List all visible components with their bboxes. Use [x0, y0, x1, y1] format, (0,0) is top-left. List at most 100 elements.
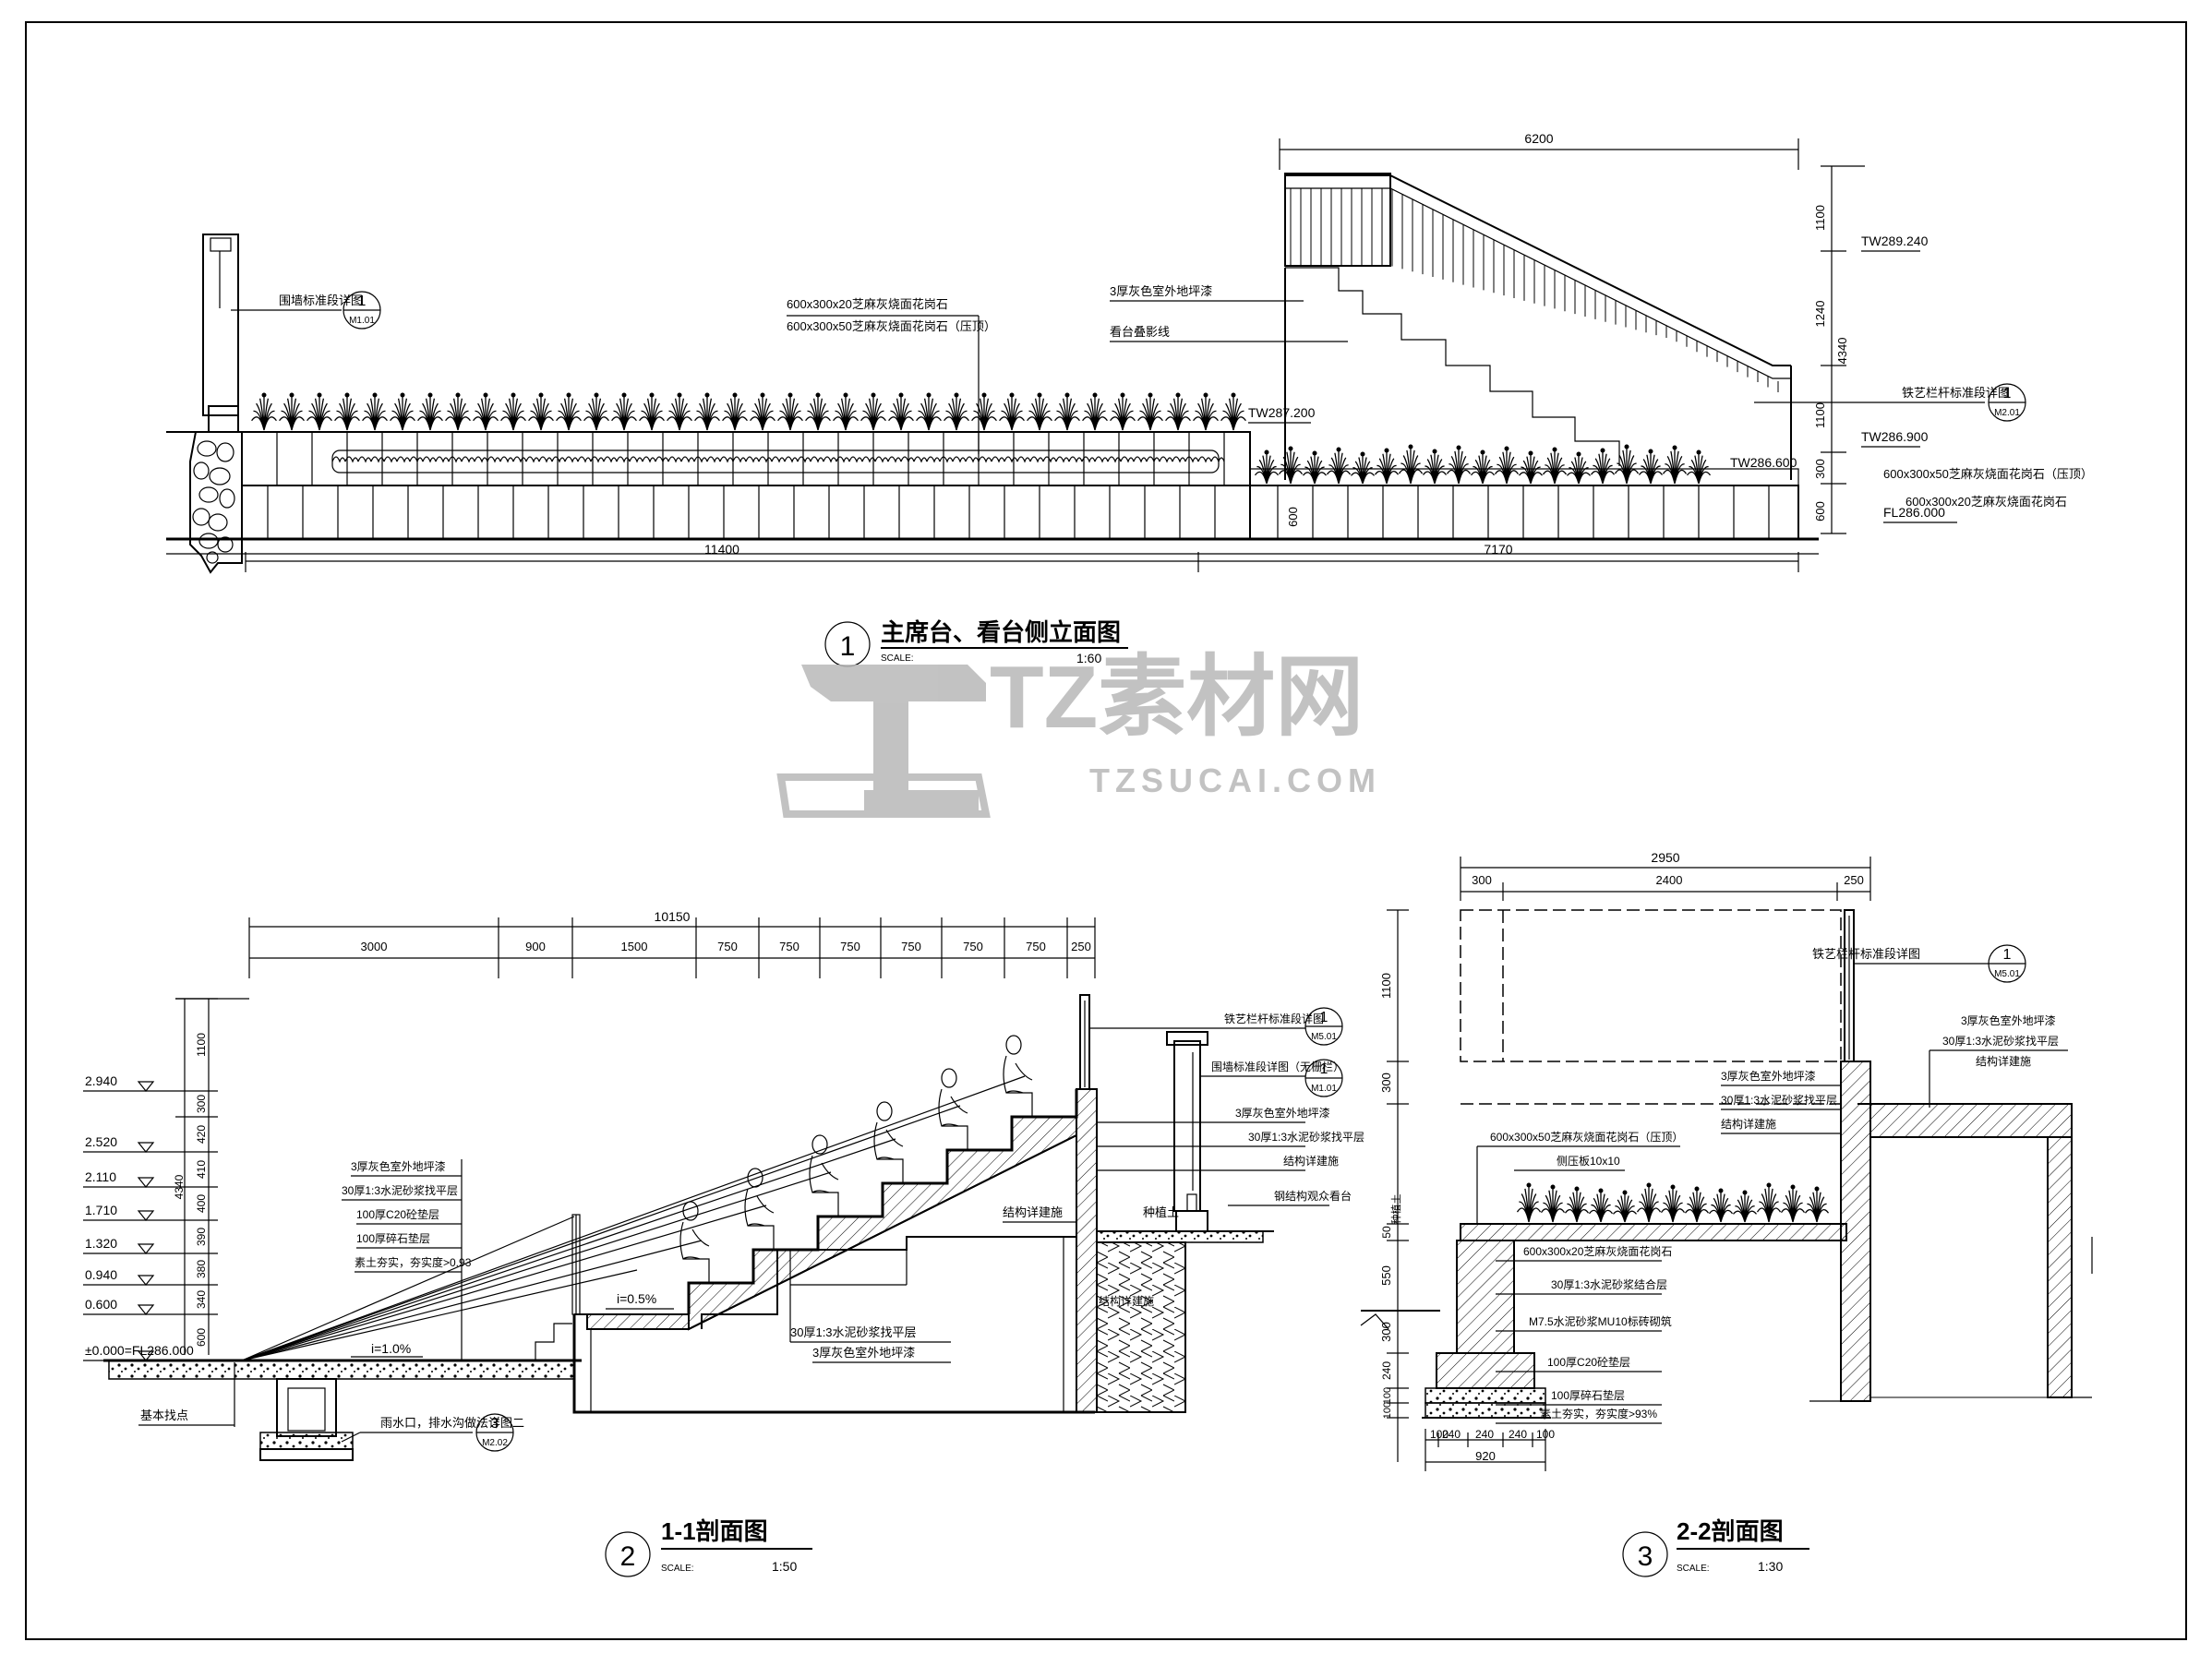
s2-title-number: 3: [1638, 1541, 1653, 1572]
svg-text:1: 1: [358, 294, 367, 309]
elev-callout-wall: 1 M1.01: [343, 291, 381, 330]
plant-bloom: [372, 392, 378, 398]
elev-dim-top: 6200: [1524, 131, 1553, 146]
svg-text:1: 1: [1320, 1010, 1328, 1025]
s1-level-8: ±0.000=FL286.000: [85, 1343, 194, 1358]
plant-symbol: [1588, 1193, 1614, 1223]
s1-dim-left-3: 420: [195, 1125, 208, 1144]
elev-level-4: TW286.600: [1730, 455, 1797, 470]
elev-dim-mid: 600: [1286, 507, 1300, 527]
s2-note-layer-6: 素土夯实，夯实度>93%: [1540, 1407, 1657, 1420]
s1-dim-left-8: 340: [195, 1290, 208, 1309]
s1-note-bottom-1: 30厚1:3水泥砂浆找平层: [790, 1325, 917, 1339]
plant-bloom: [317, 392, 322, 398]
s2-dim-left-1: 1100: [1379, 973, 1393, 999]
elev-note-wall-detail: 围墙标准段详图: [279, 294, 363, 307]
plant-symbol: [1804, 1191, 1830, 1223]
s1-dim-top-9: 750: [1026, 940, 1046, 953]
s1-dim-top-10: 250: [1071, 940, 1091, 953]
s1-note-right-wall: 围墙标准段详图（无栅栏）: [1211, 1060, 1344, 1073]
s1-scale-label: SCALE:: [661, 1564, 694, 1574]
s1-title-block: 2 1-1剖面图 SCALE: 1:50: [605, 1517, 812, 1577]
plant-bloom: [898, 392, 904, 398]
plant-bloom: [1670, 1184, 1676, 1190]
stone: [219, 488, 235, 509]
level-triangle: [137, 1177, 155, 1188]
plant-bloom: [1696, 449, 1701, 455]
s1-scale: 1:50: [772, 1559, 797, 1574]
plant-symbol: [1638, 453, 1664, 485]
s2-note-paint-mid: 3厚灰色室外地坪漆: [1721, 1069, 1816, 1083]
s1-dim-left-7: 380: [195, 1260, 208, 1278]
section-2-2-drawing: 2950 300 2400 250 1100 300 50 550 300 24…: [1360, 850, 2093, 1577]
plant-bloom: [427, 392, 433, 398]
s1-dim-left-5: 400: [195, 1194, 208, 1213]
plant-symbol: [999, 397, 1025, 431]
sight-line: [241, 1138, 896, 1361]
sight-line: [241, 1216, 575, 1361]
elev-title-block: 1 主席台、看台侧立面图 SCALE: 1:60: [824, 618, 1128, 667]
plant-symbol: [667, 397, 692, 431]
plant-symbol: [611, 397, 637, 431]
plant-bloom: [760, 392, 765, 398]
plant-bloom: [1576, 451, 1581, 457]
s2-dim-bottom-1: 100: [1430, 1428, 1449, 1441]
elev-dim-right-total: 4340: [1835, 338, 1849, 365]
plant-symbol: [1780, 1189, 1806, 1223]
s2-note-paint-top: 3厚灰色室外地坪漆: [1961, 1013, 2056, 1027]
stone: [197, 440, 217, 457]
s2-scale: 1:30: [1758, 1559, 1783, 1574]
plant-symbol: [500, 397, 526, 431]
plant-symbol: [251, 397, 277, 431]
s2-title: 2-2剖面图: [1677, 1517, 1784, 1545]
s2-dim-left-8: 100: [1382, 1402, 1393, 1419]
s1-dim-left-4: 410: [195, 1160, 208, 1179]
plant-bloom: [1384, 448, 1389, 453]
level-triangle: [137, 1275, 155, 1286]
elev-level-1: TW289.240: [1861, 234, 1929, 248]
sight-line: [241, 1205, 767, 1361]
s1-top-dimension-ticks: [248, 917, 1096, 978]
plants-lower-row: [1254, 444, 1712, 485]
svg-text:M2.01: M2.01: [1994, 408, 2020, 418]
level-triangle: [137, 1210, 155, 1221]
s1-note-right-railing: 铁艺栏杆标准段详图: [1224, 1012, 1324, 1025]
level-triangle: [137, 1142, 155, 1153]
plant-symbol: [1422, 453, 1448, 485]
plant-symbol: [362, 397, 388, 431]
watermark: TZ素材网 TZSUCAI.COM: [776, 648, 1376, 818]
stone-wall-texture: [192, 440, 235, 564]
plant-bloom: [1624, 444, 1629, 449]
plant-bloom: [926, 392, 932, 398]
plant-symbol: [860, 397, 886, 431]
elev-title-number: 1: [840, 631, 856, 662]
stone: [192, 508, 210, 526]
s1-note-right-screed: 30厚1:3水泥砂浆找平层: [1248, 1130, 1364, 1144]
plant-symbol: [1566, 456, 1592, 485]
elev-dim-right-1: 1100: [1813, 205, 1827, 231]
s2-scale-label: SCALE:: [1677, 1564, 1710, 1574]
s1-title-number: 2: [620, 1541, 636, 1572]
plant-bloom: [1148, 392, 1153, 398]
plant-bloom: [1718, 1188, 1724, 1193]
s2-dim-left-5: 300: [1379, 1322, 1393, 1342]
s1-spectator-figures: [679, 1035, 1033, 1284]
plant-symbol: [1540, 1189, 1566, 1223]
spectator-body: [873, 1121, 904, 1184]
spectator-head: [682, 1201, 699, 1221]
sight-line: [241, 1240, 703, 1361]
s1-callout-drain: 3 M2.02: [475, 1413, 514, 1452]
s1-level-3: 2.110: [85, 1169, 116, 1184]
s2-note-railing: 铁艺栏杆标准段详图: [1812, 947, 1920, 961]
spectator-head: [747, 1168, 763, 1188]
s1-note-right-structure: 结构详建施: [1283, 1154, 1339, 1168]
plant-bloom: [566, 392, 571, 398]
plant-symbol: [1636, 1187, 1662, 1223]
plant-bloom: [1408, 444, 1413, 449]
plant-bloom: [871, 392, 876, 398]
plant-symbol: [583, 397, 609, 431]
spectator-arm: [1015, 1062, 1033, 1081]
plant-bloom: [1092, 392, 1098, 398]
elev-dim-bottom-1: 11400: [704, 542, 739, 557]
